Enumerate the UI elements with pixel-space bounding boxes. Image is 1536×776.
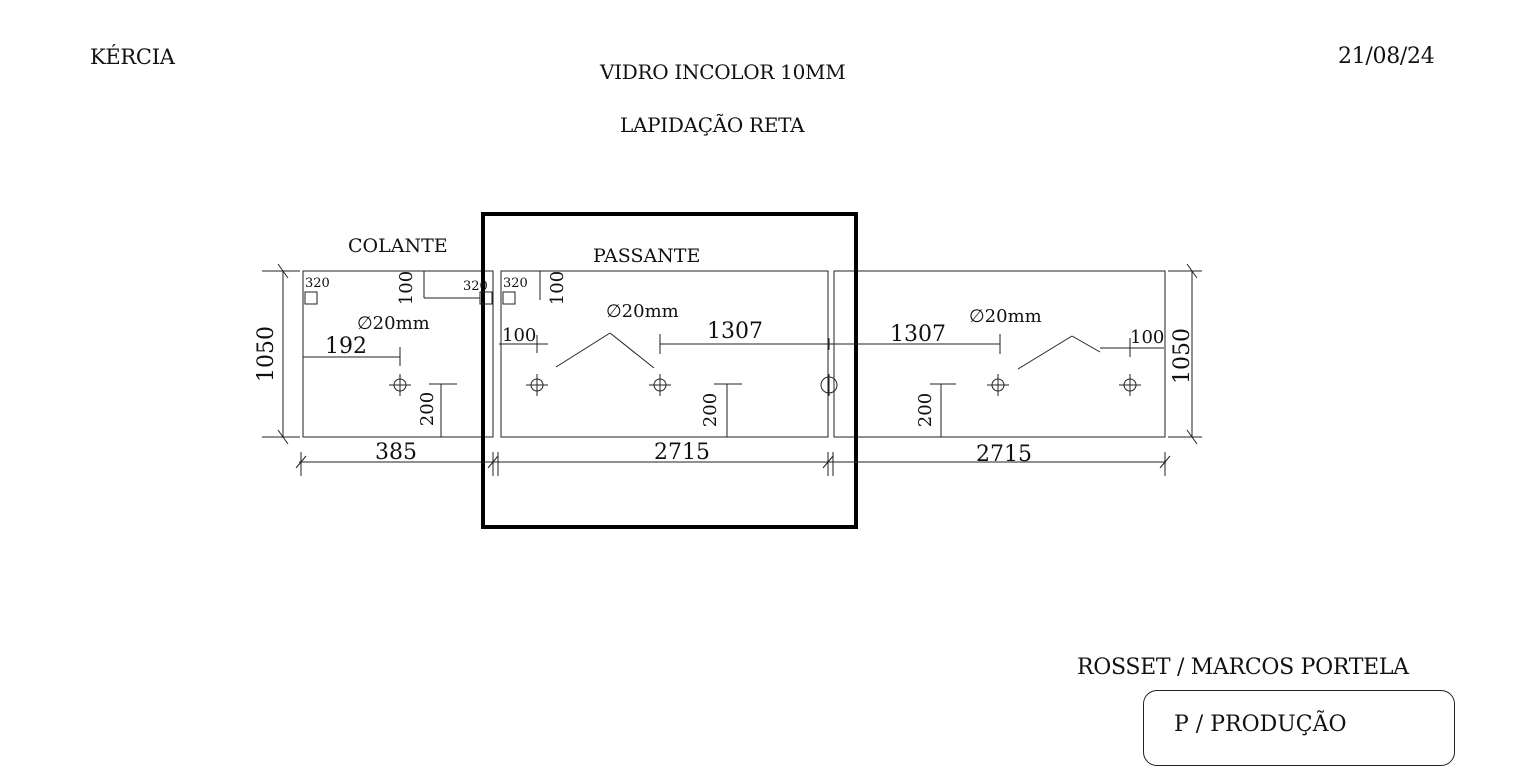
hole-passante-left — [526, 374, 548, 396]
dimension-widths — [295, 452, 1171, 476]
dim-320-b: 320 — [463, 279, 488, 294]
label-passante: PASSANTE — [593, 245, 700, 267]
dim-200-c-lines — [930, 383, 956, 437]
dim-100-vertical-a: 100 — [396, 271, 417, 305]
hole-right-right — [1119, 374, 1141, 396]
finish-spec: LAPIDAÇÃO RETA — [620, 113, 805, 137]
status-label: P / PRODUÇÃO — [1174, 712, 1347, 737]
dim-200-a-lines — [429, 383, 457, 437]
dim-100-horizontal-a: 100 — [502, 325, 536, 346]
dim-200-b-lines — [714, 383, 742, 437]
panel-right — [833, 270, 1166, 438]
material-spec: VIDRO INCOLOR 10MM — [600, 60, 846, 84]
width-passante-label: 2715 — [654, 440, 710, 465]
width-right-label: 2715 — [976, 442, 1032, 467]
dim-100-horizontal-a-lines — [499, 335, 548, 353]
hole-label-a: ∅20mm — [357, 313, 430, 334]
dim-192-lines — [303, 347, 401, 366]
dim-200-b: 200 — [700, 393, 721, 427]
height-right-label: 1050 — [1170, 328, 1195, 384]
corner-mark-320-a — [304, 291, 318, 305]
dim-100-horizontal-b: 100 — [1130, 327, 1164, 348]
status-box: P / PRODUÇÃO — [1143, 690, 1455, 766]
dim-1307-lines — [659, 334, 1001, 354]
hole-colante — [389, 374, 411, 396]
label-colante: COLANTE — [348, 235, 448, 257]
hole-joint — [820, 374, 838, 396]
height-left-label: 1050 — [254, 326, 279, 382]
dimension-height-left — [262, 263, 300, 445]
dim-200-a: 200 — [417, 392, 438, 426]
drawing-date: 21/08/24 — [1338, 44, 1435, 69]
hole-leaders — [555, 332, 1101, 370]
highlight-frame — [481, 212, 858, 529]
hole-label-b: ∅20mm — [606, 301, 679, 322]
panel-colante — [302, 270, 494, 438]
dim-100-vertical-a-lines — [423, 271, 480, 299]
author-credit: ROSSET / MARCOS PORTELA — [1077, 655, 1409, 680]
dim-192: 192 — [325, 334, 367, 359]
dim-100-horizontal-b-lines — [1100, 338, 1164, 357]
dim-320-a: 320 — [305, 276, 330, 291]
dim-1307-b: 1307 — [890, 322, 946, 347]
width-colante-label: 385 — [375, 440, 417, 465]
hole-right-left — [987, 374, 1009, 396]
hole-label-c: ∅20mm — [969, 306, 1042, 327]
dim-200-c: 200 — [915, 393, 936, 427]
corner-mark-320-c — [502, 291, 516, 305]
hole-passante-right — [649, 374, 671, 396]
dim-1307-a: 1307 — [707, 319, 763, 344]
client-name: KÉRCIA — [90, 45, 175, 69]
dim-100-vertical-b: 100 — [547, 271, 568, 305]
dim-320-c: 320 — [503, 276, 528, 291]
panel-passante — [500, 270, 829, 438]
dimension-height-right — [1168, 263, 1202, 445]
